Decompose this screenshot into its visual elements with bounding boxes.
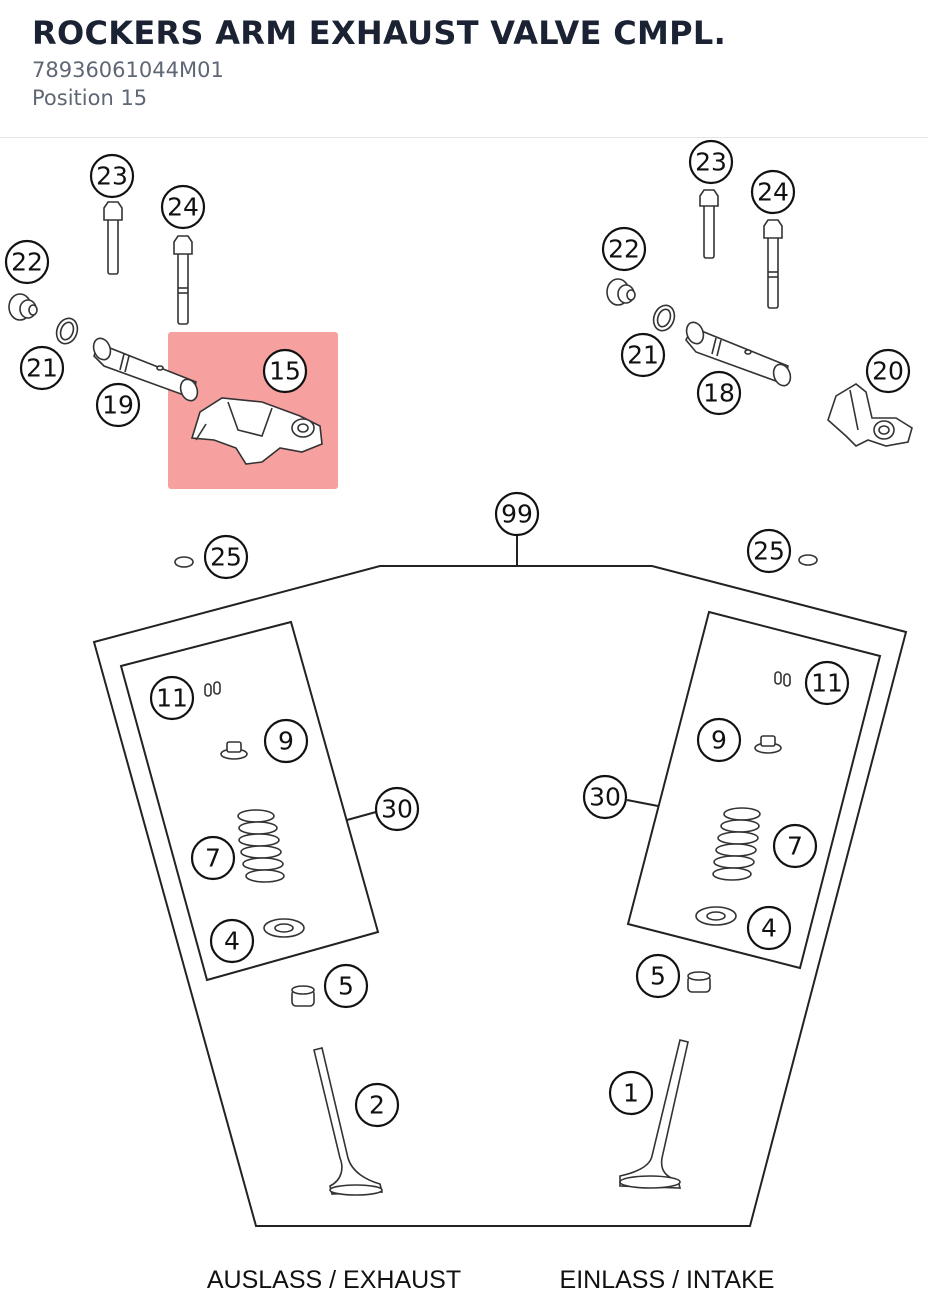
svg-text:23: 23 (695, 148, 727, 177)
callout-11-left[interactable]: 11 (149, 675, 195, 721)
svg-text:22: 22 (11, 248, 43, 277)
svg-text:30: 30 (589, 783, 621, 812)
caption-intake: EINLASS / INTAKE (560, 1266, 775, 1290)
part-plug-22-left[interactable] (8, 293, 38, 321)
callout-5-right[interactable]: 5 (635, 953, 681, 999)
assembly-99-frame (92, 565, 908, 1227)
callout-9-right[interactable]: 9 (696, 717, 742, 763)
callout-7-right[interactable]: 7 (772, 823, 818, 869)
callout-25-left[interactable]: 25 (203, 534, 249, 580)
svg-text:99: 99 (501, 500, 533, 529)
kit-30-right-frame (626, 610, 882, 970)
callout-5-left[interactable]: 5 (323, 963, 369, 1009)
part-shaft-19[interactable] (91, 336, 201, 403)
part-bolt-24-right[interactable] (763, 219, 783, 309)
callout-23-left[interactable]: 23 (89, 153, 135, 199)
svg-text:1: 1 (623, 1079, 639, 1108)
callout-7-left[interactable]: 7 (190, 835, 236, 881)
svg-text:15: 15 (269, 357, 301, 386)
svg-text:30: 30 (381, 795, 413, 824)
callout-99[interactable]: 99 (494, 491, 540, 537)
callout-18[interactable]: 18 (696, 370, 742, 416)
svg-text:22: 22 (608, 235, 640, 264)
callout-22-left[interactable]: 22 (4, 239, 50, 285)
callout-11-right[interactable]: 11 (804, 660, 850, 706)
svg-text:21: 21 (26, 354, 58, 383)
callout-30-left[interactable]: 30 (374, 786, 420, 832)
part-rocker-arm-20[interactable] (827, 383, 913, 447)
part-shaft-18[interactable] (684, 320, 794, 388)
callout-24-left[interactable]: 24 (160, 184, 206, 230)
svg-text:20: 20 (872, 357, 904, 386)
svg-text:19: 19 (102, 391, 134, 420)
svg-text:7: 7 (787, 832, 803, 861)
part-bolt-23-right[interactable] (699, 189, 719, 259)
part-oring-21-left[interactable] (53, 315, 81, 346)
svg-text:24: 24 (167, 193, 199, 222)
svg-text:2: 2 (369, 1091, 385, 1120)
callout-21-right[interactable]: 21 (620, 332, 666, 378)
callout-23-right[interactable]: 23 (688, 139, 734, 185)
part-rocker-arm-15[interactable] (190, 397, 323, 465)
part-spring-seat-4-left[interactable] (263, 918, 305, 938)
svg-text:11: 11 (156, 684, 188, 713)
svg-text:24: 24 (757, 178, 789, 207)
callout-9-left[interactable]: 9 (263, 718, 309, 764)
callout-24-right[interactable]: 24 (750, 169, 796, 215)
part-spring-7-left[interactable] (237, 809, 285, 883)
callout-30-right[interactable]: 30 (582, 774, 628, 820)
svg-text:9: 9 (278, 727, 294, 756)
leader-30-left (346, 811, 377, 821)
callout-4-right[interactable]: 4 (746, 905, 792, 951)
part-spring-seat-4-right[interactable] (695, 906, 737, 926)
callout-22-right[interactable]: 22 (601, 226, 647, 272)
part-exhaust-valve-2[interactable] (313, 1047, 384, 1196)
part-bolt-23-left[interactable] (103, 201, 123, 275)
part-plug-22-right[interactable] (606, 278, 636, 306)
part-intake-valve-1[interactable] (619, 1039, 689, 1189)
part-spring-7-right[interactable] (712, 807, 761, 881)
callout-15[interactable]: 15 (262, 348, 308, 394)
part-valve-seal-5-right[interactable] (687, 971, 711, 993)
kit-30-left-frame (119, 620, 380, 982)
leader-30-right (626, 799, 659, 807)
svg-text:21: 21 (627, 341, 659, 370)
position-label: Position 15 (32, 86, 148, 110)
svg-text:23: 23 (96, 162, 128, 191)
callout-20[interactable]: 20 (865, 348, 911, 394)
part-oring-21-right[interactable] (650, 302, 678, 333)
part-valve-seal-5-left[interactable] (291, 985, 315, 1007)
svg-text:25: 25 (210, 543, 242, 572)
svg-text:4: 4 (224, 927, 240, 956)
svg-text:7: 7 (205, 844, 221, 873)
callout-19[interactable]: 19 (95, 382, 141, 428)
part-number: 78936061044M01 (32, 58, 224, 82)
part-spring-retainer-9-left[interactable] (220, 741, 248, 760)
page-title: ROCKERS ARM EXHAUST VALVE CMPL. (32, 14, 727, 52)
part-keepers-11-right[interactable] (774, 671, 791, 687)
caption-exhaust: AUSLASS / EXHAUST (207, 1266, 461, 1290)
part-bolt-24-left[interactable] (173, 235, 193, 325)
callout-1[interactable]: 1 (608, 1070, 654, 1116)
page-header: ROCKERS ARM EXHAUST VALVE CMPL. 78936061… (0, 0, 928, 138)
svg-text:9: 9 (711, 726, 727, 755)
callout-2[interactable]: 2 (354, 1082, 400, 1128)
svg-text:11: 11 (811, 669, 843, 698)
callout-21-left[interactable]: 21 (19, 345, 65, 391)
part-keepers-11-left[interactable] (204, 681, 221, 697)
callout-25-right[interactable]: 25 (746, 528, 792, 574)
svg-text:5: 5 (650, 962, 666, 991)
part-spring-retainer-9-right[interactable] (754, 735, 782, 754)
part-shim-25-right[interactable] (798, 554, 818, 566)
part-shim-25-left[interactable] (174, 556, 194, 568)
svg-text:5: 5 (338, 972, 354, 1001)
svg-text:18: 18 (703, 379, 735, 408)
svg-text:25: 25 (753, 537, 785, 566)
svg-text:4: 4 (761, 914, 777, 943)
callout-4-left[interactable]: 4 (209, 918, 255, 964)
